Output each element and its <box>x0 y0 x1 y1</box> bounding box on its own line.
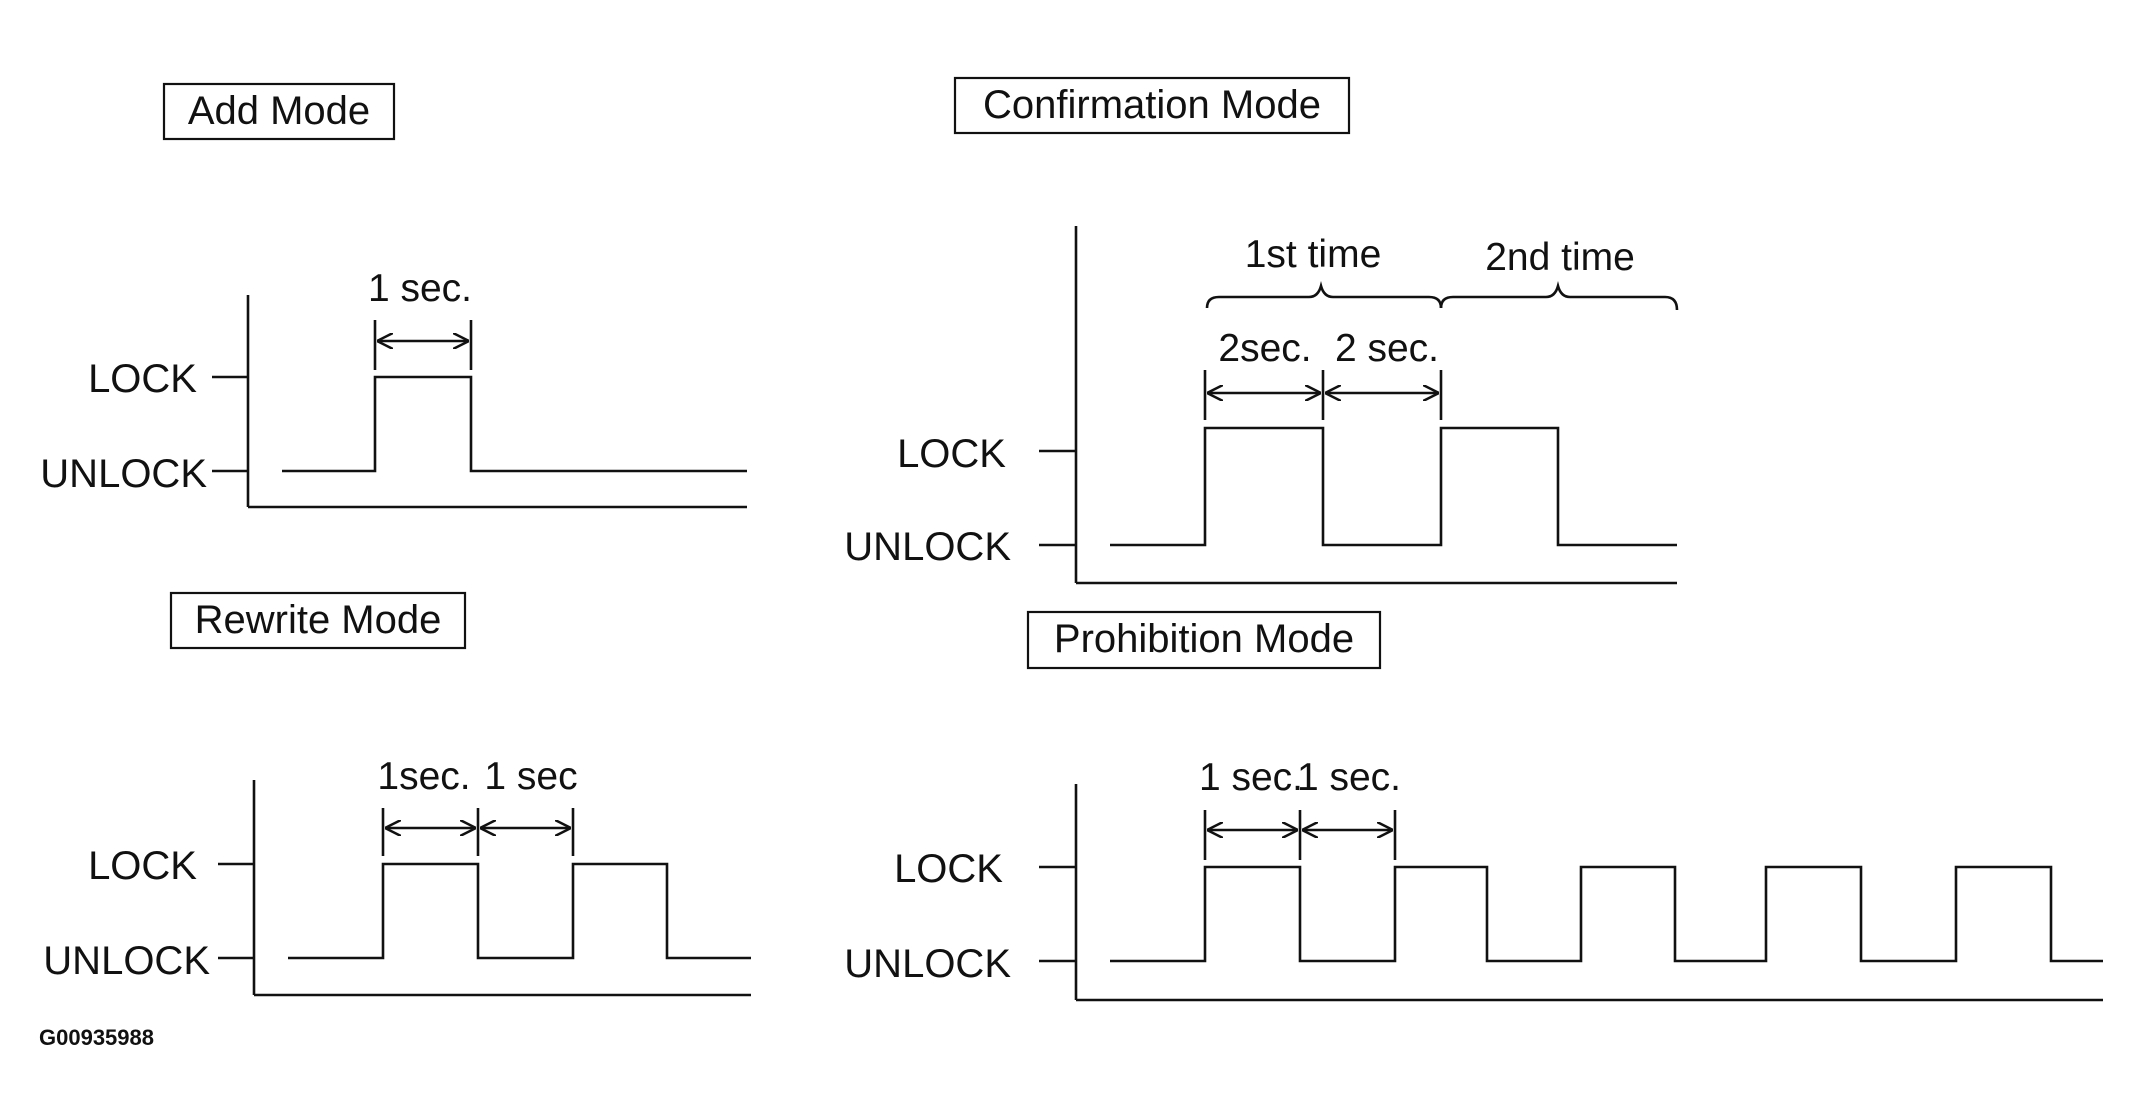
rewrite-mode-title-box <box>169 591 467 650</box>
confirmation-mode-title: Confirmation Mode <box>983 83 1321 127</box>
rewrite-mode-unlock-label: UNLOCK <box>43 939 210 983</box>
confirmation-mode-brace-1st <box>1205 281 1443 309</box>
rewrite-mode-panel: Rewrite Mode LOCK UNLOCK 1sec. 1 sec <box>43 591 751 997</box>
confirmation-mode-brace-label-1st: 1st time <box>1245 233 1382 276</box>
prohibition-mode-dim-label-2: 1 sec. <box>1297 756 1401 799</box>
add-mode-title: Add Mode <box>188 89 370 133</box>
confirmation-mode-brace-2nd <box>1439 281 1679 311</box>
rewrite-mode-lock-label: LOCK <box>88 844 197 888</box>
confirmation-mode-brace-label-2nd: 2nd time <box>1485 236 1635 279</box>
confirmation-mode-unlock-label: UNLOCK <box>844 525 1011 569</box>
add-mode-title-box <box>162 82 396 141</box>
add-mode-lock-label: LOCK <box>88 357 197 401</box>
add-mode-panel: Add Mode LOCK UNLOCK 1 sec. <box>40 82 747 509</box>
rewrite-mode-dim-label-2: 1 sec <box>484 755 577 798</box>
prohibition-mode-waveform <box>1110 865 2103 963</box>
add-mode-waveform <box>282 375 747 473</box>
confirmation-mode-dim-label-2: 2 sec. <box>1335 327 1439 370</box>
rewrite-mode-waveform <box>288 862 751 960</box>
confirmation-mode-panel: Confirmation Mode LOCK UNLOCK 1st time 2… <box>844 76 1679 585</box>
confirmation-mode-waveform <box>1110 426 1677 547</box>
prohibition-mode-title-box <box>1026 610 1382 670</box>
prohibition-mode-title: Prohibition Mode <box>1054 617 1354 661</box>
confirmation-mode-dim-label-1: 2sec. <box>1218 327 1311 370</box>
prohibition-mode-lock-label: LOCK <box>894 847 1003 891</box>
prohibition-mode-dim-label-1: 1 sec. <box>1199 756 1303 799</box>
rewrite-mode-title: Rewrite Mode <box>195 598 442 642</box>
add-mode-dim-label: 1 sec. <box>368 267 472 310</box>
add-mode-unlock-label: UNLOCK <box>40 452 207 496</box>
prohibition-mode-panel: Prohibition Mode LOCK UNLOCK 1 sec. 1 se… <box>844 610 2103 1002</box>
figure-id-label: G00935988 <box>39 1025 154 1050</box>
confirmation-mode-lock-label: LOCK <box>897 432 1006 476</box>
confirmation-mode-title-box <box>953 76 1351 135</box>
rewrite-mode-dim-label-1: 1sec. <box>377 755 470 798</box>
prohibition-mode-unlock-label: UNLOCK <box>844 942 1011 986</box>
